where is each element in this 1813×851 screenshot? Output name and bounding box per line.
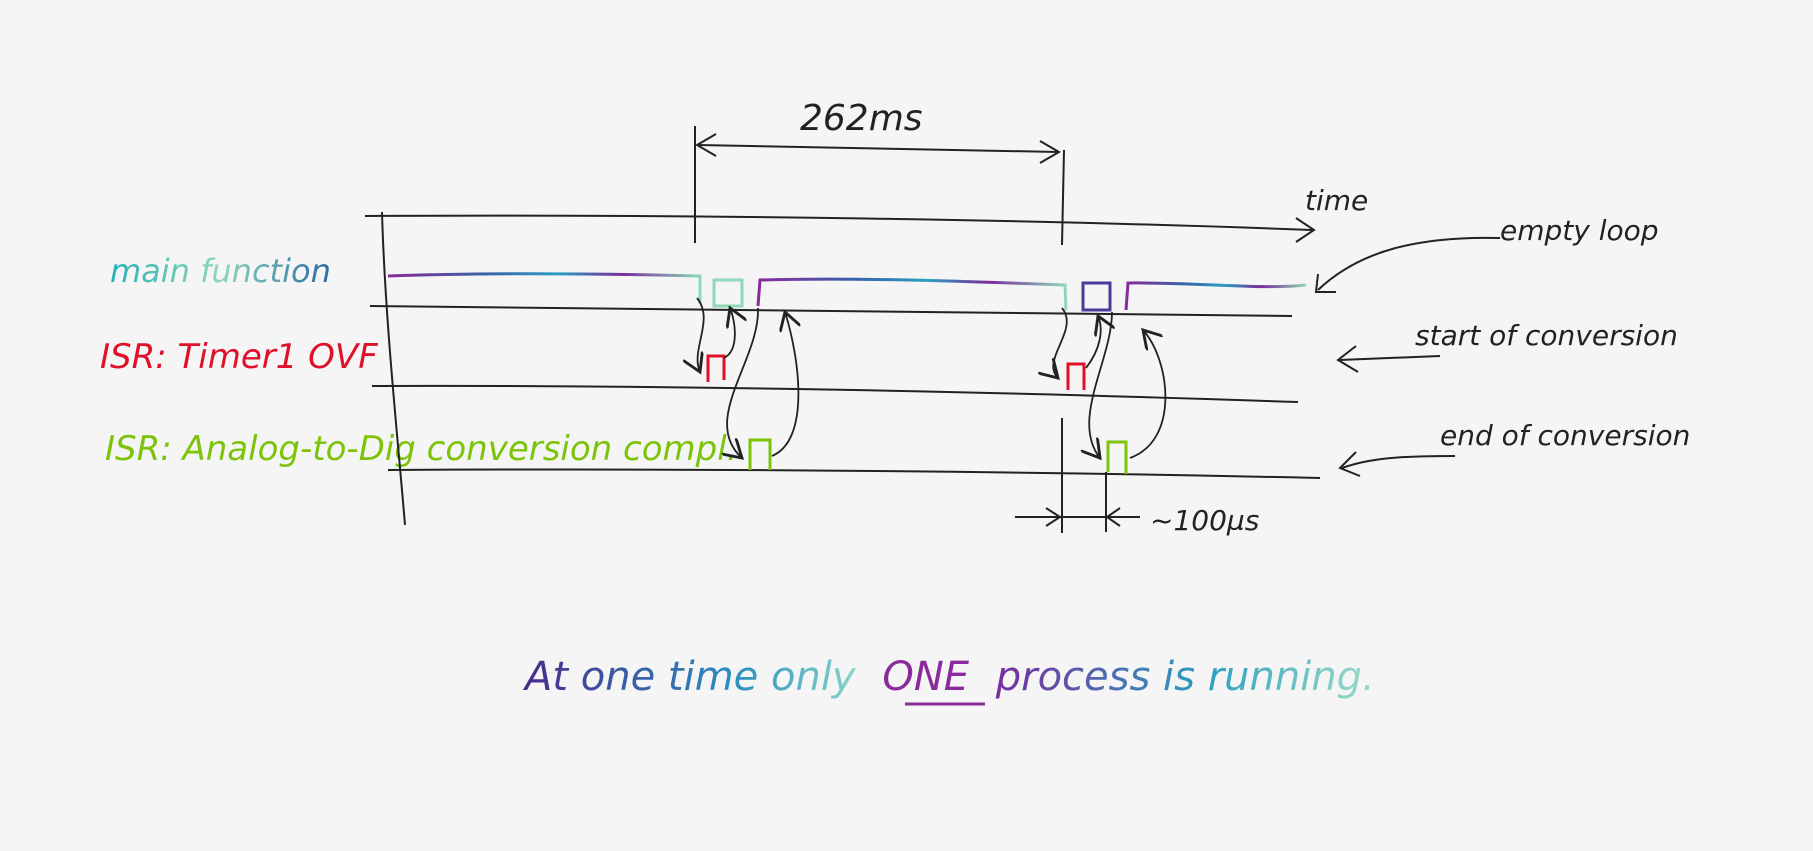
adc-row-baseline <box>387 468 1321 479</box>
main-block-5 <box>1124 281 1307 311</box>
empty-loop-arrow <box>1317 236 1501 291</box>
end-conversion-arrow <box>1341 455 1456 469</box>
label-main-function: main function <box>110 252 331 290</box>
timer-isr-pulse-2 <box>1066 362 1086 390</box>
duration-label: ~100µs <box>1150 504 1259 537</box>
label-isr-timer: ISR: Timer1 OVF <box>100 337 378 377</box>
start-conversion-arrow-head <box>1336 345 1359 373</box>
period-dimension-line <box>697 144 1059 153</box>
caption-emphasis: ONE <box>882 654 969 700</box>
timer-row-baseline <box>371 384 1299 403</box>
context-switch-arrows <box>697 297 1167 458</box>
adc-isr-pulse-2 <box>1106 440 1128 474</box>
main-row-baseline <box>369 305 1293 317</box>
time-axis-arrow <box>364 214 1313 231</box>
duration-arrow-right <box>1105 507 1121 527</box>
main-block-2 <box>712 278 744 308</box>
caption-after: process is running. <box>995 654 1375 700</box>
period-label: 262ms <box>800 98 923 139</box>
period-tick-right <box>1061 149 1065 246</box>
adc-isr-pulse-1 <box>748 438 772 470</box>
time-label: time <box>1305 184 1368 217</box>
duration-arrow-left <box>1045 507 1062 527</box>
main-block-1 <box>387 272 702 304</box>
main-block-3 <box>756 277 1068 311</box>
timer-isr-pulse-1 <box>706 354 726 382</box>
end-conversion-label: end of conversion <box>1440 419 1690 452</box>
caption-before: At one time only <box>522 654 857 700</box>
label-isr-adc: ISR: Analog-to-Dig conversion compl. <box>105 429 738 469</box>
caption: At one time only ONE process is running. <box>522 654 1375 700</box>
empty-loop-label: empty loop <box>1500 214 1659 247</box>
main-block-4 <box>1081 281 1112 312</box>
start-conversion-label: start of conversion <box>1415 319 1678 352</box>
period-arrow-left <box>695 133 717 157</box>
start-conversion-arrow <box>1339 355 1441 361</box>
period-arrow-right <box>1039 140 1061 164</box>
empty-loop-arrow-head <box>1314 273 1336 293</box>
end-conversion-arrow-head <box>1338 451 1361 477</box>
time-arrow-head <box>1295 217 1316 243</box>
left-axis-line <box>381 211 406 526</box>
